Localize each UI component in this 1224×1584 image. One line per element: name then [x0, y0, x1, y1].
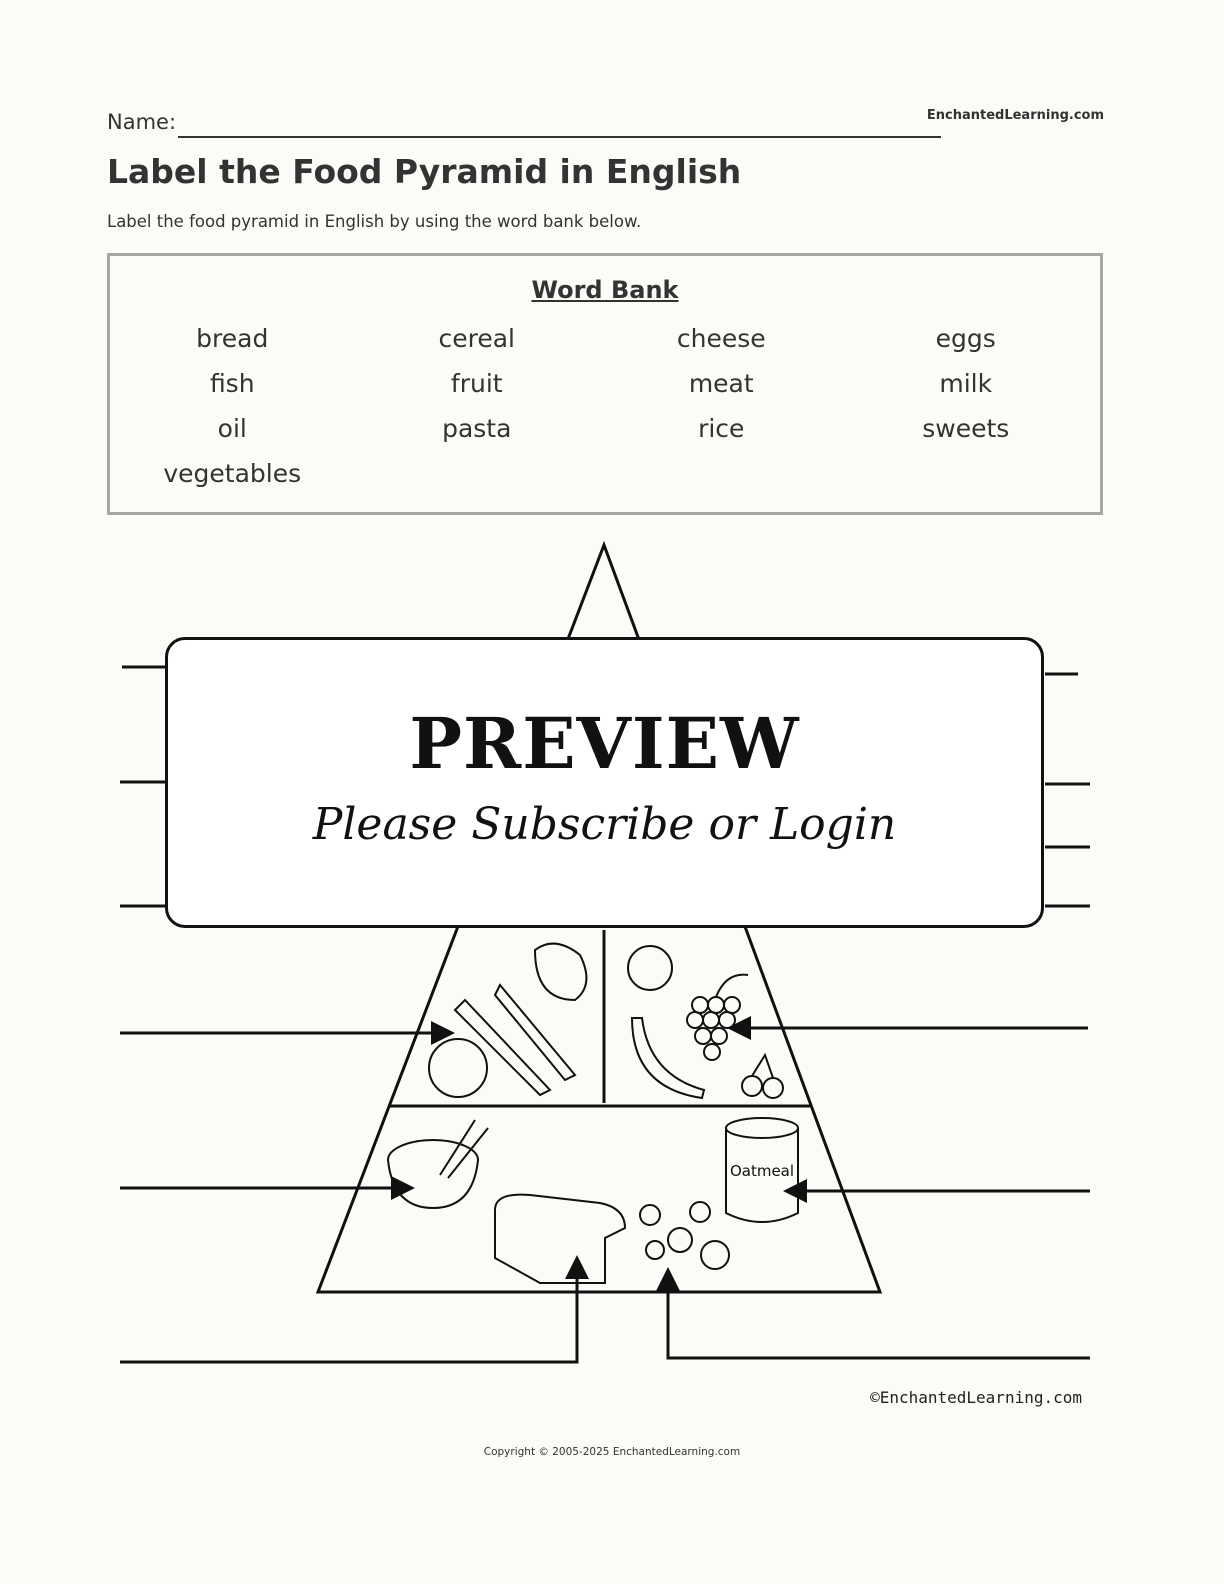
word: fish — [209, 369, 255, 398]
preview-subtitle[interactable]: Please Subscribe or Login — [312, 799, 897, 850]
rice-bowl-icon — [386, 1139, 480, 1210]
cherries-icon — [741, 1052, 784, 1099]
word: milk — [939, 369, 993, 398]
footer-copyright: Copyright © 2005-2025 EnchantedLearning.… — [483, 1446, 741, 1458]
instructions: Label the food pyramid in English by usi… — [107, 212, 642, 231]
word: cheese — [676, 324, 766, 353]
bread-icon — [494, 1193, 627, 1284]
label-line — [120, 1255, 589, 1364]
label-line — [656, 1267, 1090, 1360]
word-bank-grid: bread cereal cheese eggs fish fruit meat… — [110, 320, 1100, 492]
grapes-icon — [686, 973, 749, 1061]
word: eggs — [935, 324, 996, 353]
banana-icon — [630, 1017, 706, 1100]
oatmeal-label: Oatmeal — [730, 1162, 794, 1180]
potato-icon — [533, 942, 588, 1002]
oatmeal-can-icon — [725, 1117, 799, 1223]
word-bank-title: Word Bank — [531, 276, 679, 304]
chopsticks-icon — [439, 1119, 476, 1176]
word: pasta — [442, 414, 512, 443]
word: cereal — [438, 324, 515, 353]
word: oil — [217, 414, 247, 443]
page-title: Label the Food Pyramid in English — [107, 152, 742, 191]
food-illustrations — [386, 942, 799, 1284]
name-input-line[interactable] — [178, 136, 941, 138]
tomato-icon — [428, 1038, 488, 1098]
image-credit: ©EnchantedLearning.com — [870, 1388, 1082, 1407]
word: rice — [698, 414, 745, 443]
preview-overlay[interactable]: PREVIEW Please Subscribe or Login — [165, 637, 1044, 928]
word-bank: Word Bank bread cereal cheese eggs fish … — [107, 253, 1103, 515]
preview-title: PREVIEW — [409, 702, 800, 785]
celery-icon — [453, 998, 552, 1097]
word: bread — [196, 324, 269, 353]
word: vegetables — [163, 459, 302, 488]
apple-icon — [627, 945, 673, 991]
word: meat — [688, 369, 754, 398]
word: sweets — [922, 414, 1010, 443]
brand-link[interactable]: EnchantedLearning.com — [926, 108, 1104, 123]
pasta-icon — [639, 1201, 730, 1270]
word: fruit — [450, 369, 503, 398]
name-label: Name: — [107, 110, 177, 134]
carrot-icon — [493, 983, 577, 1082]
